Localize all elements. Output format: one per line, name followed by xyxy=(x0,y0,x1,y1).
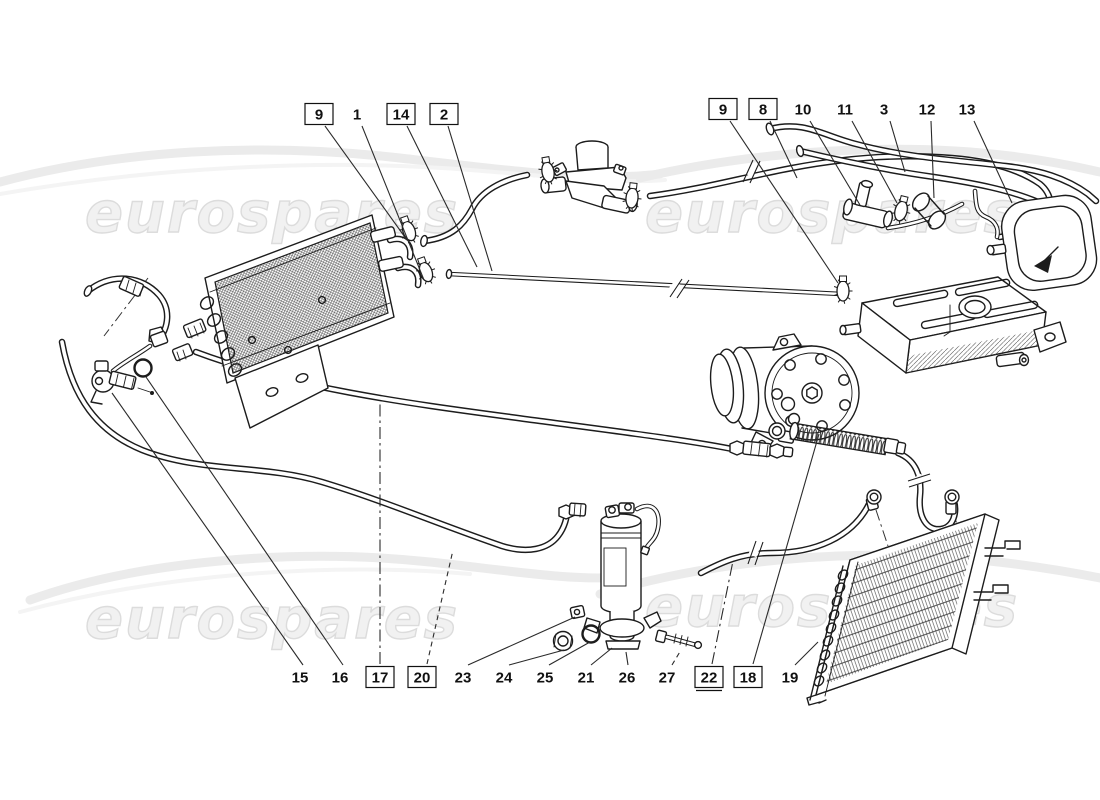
leader-line-19-23 xyxy=(794,641,819,666)
receiver-drier xyxy=(583,502,662,650)
callout-label-9-0: 9 xyxy=(315,107,323,124)
elbow-fitting-mid xyxy=(865,489,882,511)
callout-box-22-21 xyxy=(694,665,724,689)
leader-line-14-2 xyxy=(406,125,478,268)
filler-cap xyxy=(943,295,992,337)
leader-line-20-14 xyxy=(426,549,454,665)
leader-line-27-20 xyxy=(671,649,682,666)
break-marks xyxy=(669,159,932,566)
condenser-serpentine xyxy=(813,569,849,687)
callout-label-9-4: 9 xyxy=(719,102,727,119)
leader-line-9-0 xyxy=(324,125,408,241)
callout-box-8-5 xyxy=(748,97,778,121)
evaporator-bracket xyxy=(234,344,329,429)
clamp-9c xyxy=(833,275,854,305)
callout-box-18-22 xyxy=(733,665,763,689)
drier-base xyxy=(583,611,662,650)
callout-label-15-11: 15 xyxy=(292,670,309,687)
bushing-24 xyxy=(552,630,574,652)
callout-label-24-16: 24 xyxy=(496,670,513,687)
expansion-tank xyxy=(839,276,1067,374)
condenser-brackets xyxy=(806,540,1021,706)
t-pipe xyxy=(842,179,893,229)
bolt-27 xyxy=(654,629,703,650)
leader-line-15-11 xyxy=(111,392,304,666)
callout-label-8-5: 8 xyxy=(759,102,767,119)
evaporator-coil-end xyxy=(199,296,243,377)
drier-hose-fitting xyxy=(558,502,587,520)
leader-line-9-4 xyxy=(729,120,839,284)
watermark-text-1: eurospares xyxy=(85,181,459,246)
evaporator-stubs xyxy=(369,226,404,272)
callout-label-3-8: 3 xyxy=(880,102,888,119)
callout-layer: 9 1 14 2 9 8 10 11 3 12 13 15 16 17 20 23 24 25 21 26 27 22 18… xyxy=(111,97,1013,692)
callout-label-14-2: 14 xyxy=(393,107,410,124)
callout-label-26-19: 26 xyxy=(619,670,636,687)
canister-arrow xyxy=(1034,246,1059,273)
drier-top-fittings xyxy=(604,502,661,556)
leader-line-26-19 xyxy=(625,651,629,666)
leader-line-22-21 xyxy=(711,560,734,665)
callout-label-16-12: 16 xyxy=(332,670,349,687)
leader-line-11-7 xyxy=(851,120,898,204)
callout-label-13-10: 13 xyxy=(959,102,976,119)
air-canister xyxy=(986,194,1098,292)
condenser xyxy=(806,513,1021,706)
leader-line-18-22 xyxy=(752,433,820,665)
callout-label-20-14: 20 xyxy=(414,670,431,687)
water-valve xyxy=(540,140,638,214)
callout-box-17-13 xyxy=(365,665,395,689)
leader-line-1-1 xyxy=(361,125,425,281)
leader-line-13-10 xyxy=(973,120,1013,204)
tank-bracket xyxy=(1033,321,1067,353)
callout-label-1-1: 1 xyxy=(353,107,361,124)
leader-line-21-18 xyxy=(590,647,613,666)
leader-line-16-12 xyxy=(145,376,344,666)
leader-line-10-6 xyxy=(809,120,861,206)
leader-line-3-8 xyxy=(889,120,906,173)
leader-line-23-15 xyxy=(467,616,576,666)
expansion-valve-group xyxy=(90,275,169,405)
callout-box-9-0 xyxy=(304,102,334,126)
callout-label-27-20: 27 xyxy=(659,670,676,687)
callout-box-9-4 xyxy=(708,97,738,121)
callout-box-20-14 xyxy=(407,665,437,689)
hose-coupling xyxy=(729,440,794,459)
leader-line-2-3 xyxy=(447,125,493,272)
leader-line-12-9 xyxy=(930,120,935,199)
tank-outlet-stub xyxy=(995,351,1030,368)
evaporator xyxy=(171,214,404,429)
evaporator-fittings xyxy=(171,318,207,362)
callout-label-17-13: 17 xyxy=(372,670,389,687)
callout-label-19-23: 19 xyxy=(782,670,799,687)
hose-stub-12 xyxy=(911,192,947,230)
watermark-text-2: eurospares xyxy=(645,181,1019,246)
callout-label-25-17: 25 xyxy=(537,670,554,687)
compressor-elbow xyxy=(768,422,796,444)
callout-label-11-7: 11 xyxy=(837,102,853,119)
elbow-fitting-right xyxy=(944,489,960,515)
callout-box-14-2 xyxy=(386,102,416,126)
watermark-text-3: eurospares xyxy=(85,587,459,652)
callout-label-21-18: 21 xyxy=(578,670,595,687)
corrugated-hose xyxy=(789,421,907,456)
callout-box-2-3 xyxy=(429,102,459,126)
o-ring xyxy=(133,358,153,378)
callout-label-12-9: 12 xyxy=(919,102,936,119)
callout-label-10-6: 10 xyxy=(795,102,812,119)
callout-label-18-22: 18 xyxy=(740,670,757,687)
leader-line-8-5 xyxy=(769,120,798,179)
leader-line-25-17 xyxy=(548,641,591,666)
clip-23 xyxy=(569,604,586,620)
compressor xyxy=(709,333,860,455)
expansion-valve xyxy=(90,360,154,405)
callout-label-2-3: 2 xyxy=(440,107,448,124)
callout-label-23-15: 23 xyxy=(455,670,472,687)
leader-line-24-16 xyxy=(508,649,565,666)
callout-label-22-21: 22 xyxy=(701,670,718,687)
